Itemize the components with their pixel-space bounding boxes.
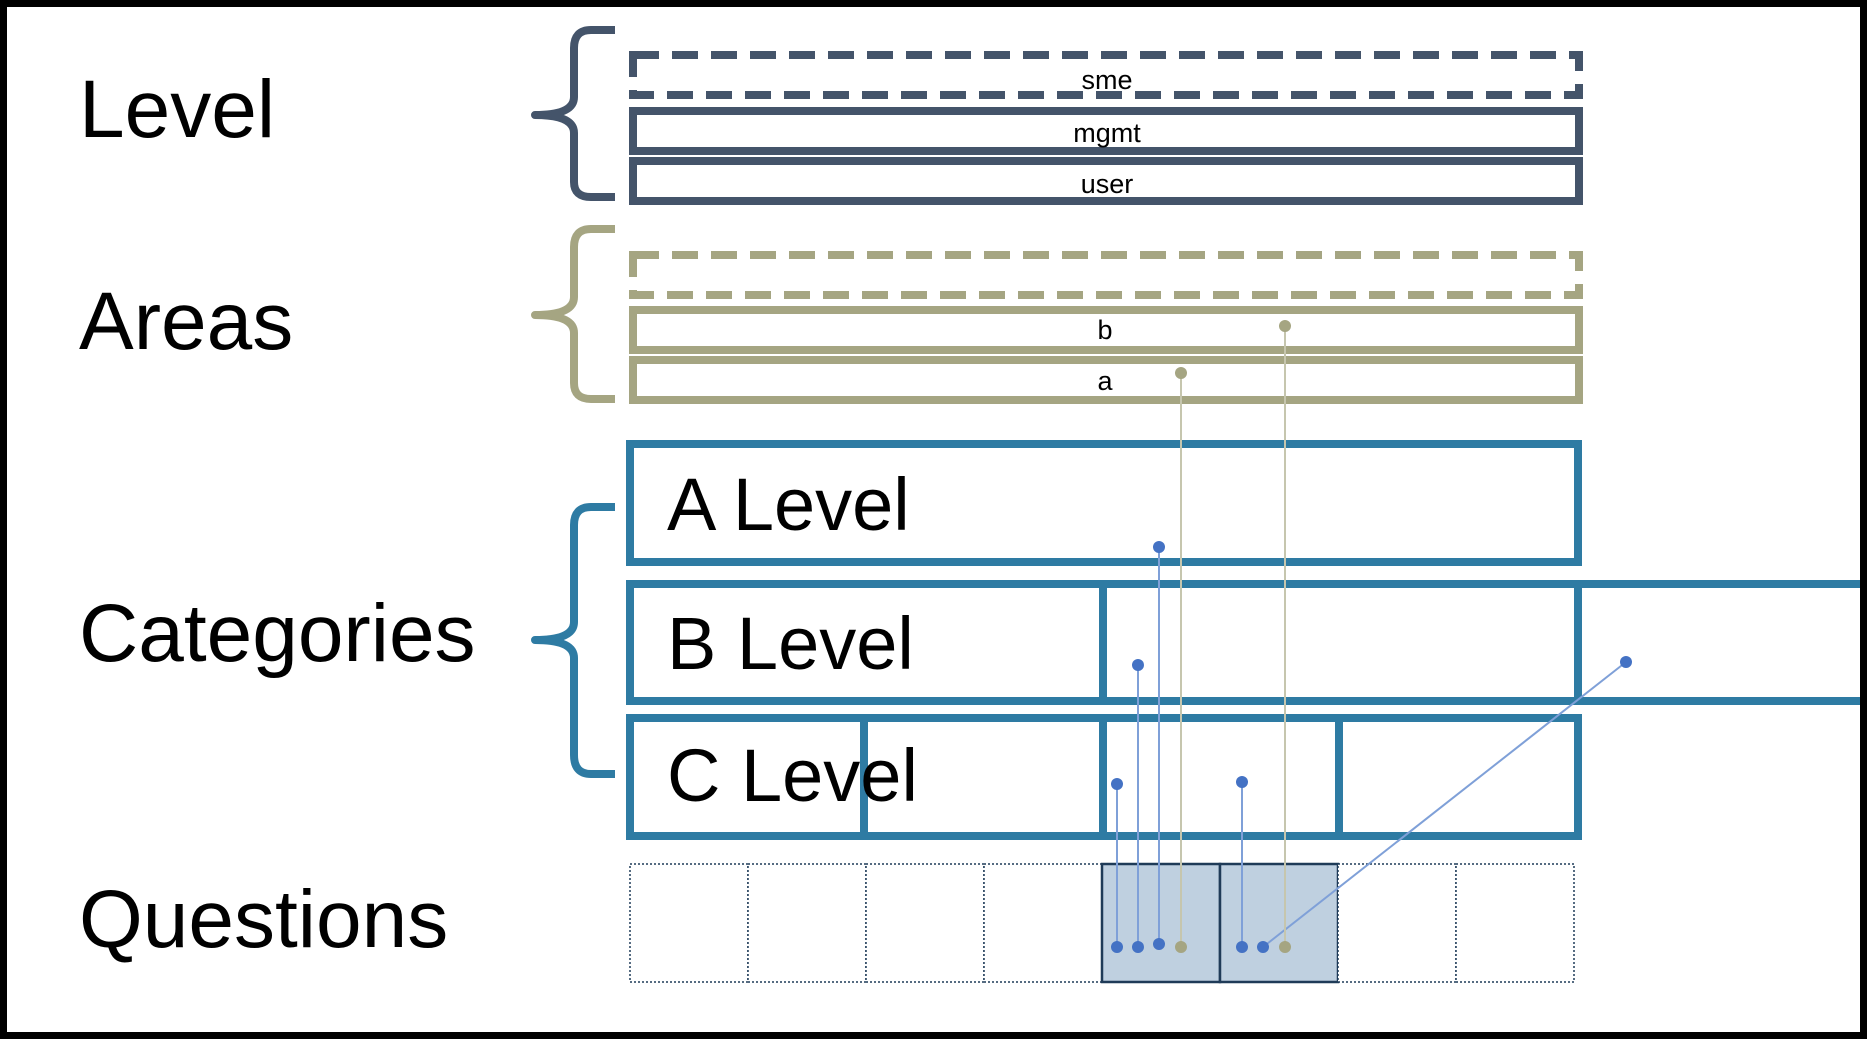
- question-cell: [1455, 863, 1575, 983]
- question-cell: [865, 863, 985, 983]
- connector-dot: [1153, 541, 1165, 553]
- area-bar-dashed: [629, 251, 1583, 299]
- hierarchy-diagram: sme mgmt user ba A Level B Level C Level: [531, 26, 1860, 984]
- category-bar-a: [626, 440, 1582, 566]
- connector-dot: [1111, 778, 1123, 790]
- connector-dot: [1257, 941, 1269, 953]
- row-label-questions: Questions: [79, 874, 449, 965]
- connector-dot: [1236, 776, 1248, 788]
- connector-dot: [1111, 941, 1123, 953]
- level-bar-label: user: [1081, 169, 1134, 199]
- category-bar-label: B Level: [667, 602, 914, 685]
- category-bar-label: A Level: [667, 463, 910, 546]
- connector-dot: [1153, 938, 1165, 950]
- connector-dot: [1175, 941, 1187, 953]
- question-cell: [747, 863, 867, 983]
- row-label-level: Level: [79, 64, 276, 155]
- question-cell-highlighted: [1218, 862, 1340, 984]
- connector-dot: [1175, 367, 1187, 379]
- row-label-categories: Categories: [79, 588, 476, 679]
- connector-dot: [1279, 320, 1291, 332]
- connector-dot: [1279, 941, 1291, 953]
- areas-brace: [531, 225, 615, 403]
- level-bar: [629, 157, 1583, 205]
- question-cell: [629, 863, 749, 983]
- level-bar: [629, 107, 1583, 155]
- connector-dot: [1620, 656, 1632, 668]
- area-bar-label: a: [1097, 366, 1113, 396]
- connector-dot: [1132, 941, 1144, 953]
- category-bar-label: C Level: [667, 734, 918, 817]
- level-brace: [531, 26, 615, 201]
- area-bar-label: b: [1097, 315, 1112, 345]
- question-cell: [1337, 863, 1457, 983]
- area-bar: [629, 306, 1583, 354]
- connector-line: [1262, 661, 1627, 948]
- level-bar-dashed: [629, 51, 1583, 99]
- connector-dot: [1236, 941, 1248, 953]
- level-bar-label: mgmt: [1073, 118, 1141, 148]
- categories-brace: [531, 503, 615, 778]
- question-cell-highlighted: [1100, 862, 1222, 984]
- area-bar: [629, 356, 1583, 404]
- question-cell: [983, 863, 1103, 983]
- connector-dot: [1132, 659, 1144, 671]
- level-bar-label: sme: [1081, 65, 1132, 95]
- row-label-areas: Areas: [79, 276, 294, 367]
